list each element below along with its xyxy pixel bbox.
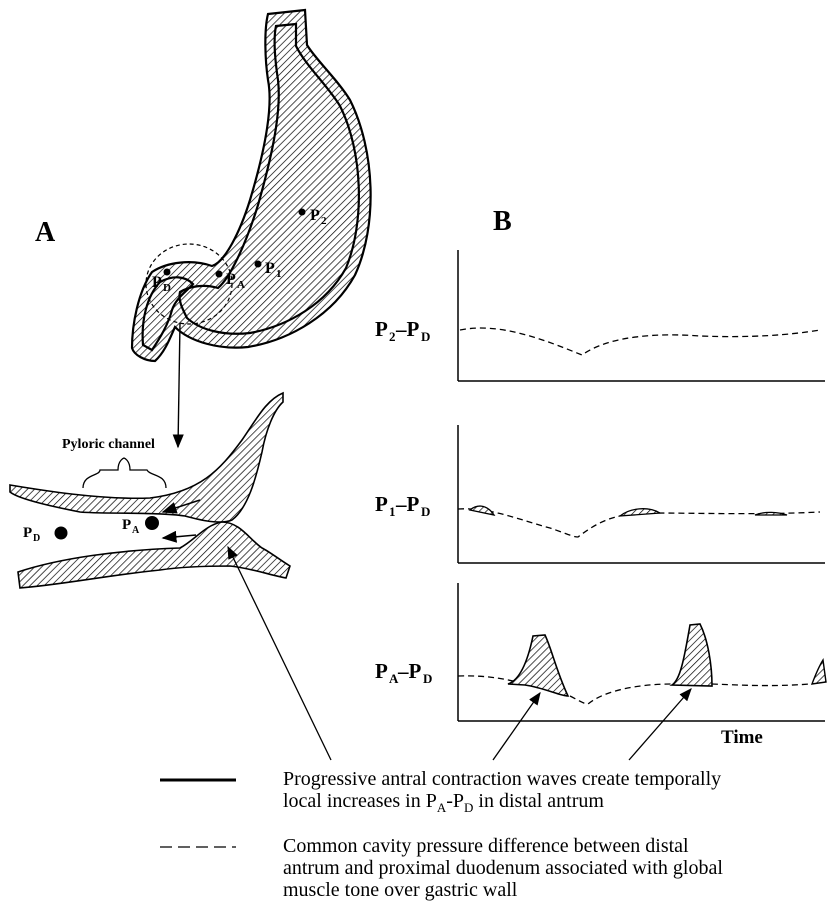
pointer-to-peak-2: [629, 689, 691, 760]
point-p2: [299, 209, 306, 216]
legend-dashed-line-2: antrum and proximal duodenum associated …: [283, 857, 723, 879]
panel-label-b: B: [493, 206, 512, 237]
trace-2-bump-1: [470, 506, 494, 515]
inset-point-pd: [55, 527, 68, 540]
wave-arrow-2: [163, 535, 196, 538]
trace-2-bump-2: [620, 509, 660, 516]
inset-label-pd-sub: D: [33, 533, 40, 544]
stomach-drawing: [132, 10, 371, 361]
x-axis-label: Time: [721, 727, 763, 748]
upper-wall: [10, 393, 283, 522]
pointer-to-inset: [228, 547, 331, 760]
trace-2-sub1: 1: [389, 504, 396, 519]
trace-1-dashed: [460, 328, 820, 355]
legend-solid-line-2-mid: -P: [446, 790, 464, 812]
label-p2-sub: 2: [321, 215, 327, 227]
stomach-wall: [132, 10, 371, 361]
trace-3-sub2: D: [423, 671, 432, 686]
inset-label-pd: P: [23, 525, 32, 541]
inset-label-pa: P: [122, 517, 131, 533]
legend-solid-line-2: local increases in PA-PD in distal antru…: [283, 790, 721, 819]
trace-label-3: P A –P D: [375, 659, 432, 686]
legend-solid-line-2-post: in distal antrum: [473, 790, 604, 812]
trace-2-label: P: [375, 492, 388, 516]
point-pa: [216, 271, 223, 278]
trace-panel-3: [458, 583, 826, 721]
label-pa-sub: A: [237, 279, 245, 291]
legend-solid-sub-a: A: [437, 800, 446, 815]
label-p1: P: [265, 260, 275, 277]
trace-1-sub2: D: [421, 329, 430, 344]
trace-label-1: P 2 –P D: [375, 317, 430, 344]
label-pd: P: [152, 274, 162, 291]
trace-1-sub1: 2: [389, 329, 396, 344]
pointer-to-peak-1: [493, 693, 540, 760]
panel-label-a: A: [35, 217, 56, 248]
label-pa: P: [226, 271, 236, 288]
trace-3-dashed: [458, 676, 810, 704]
trace-3-peak-1: [508, 635, 568, 696]
point-pd: [164, 269, 171, 276]
trace-panel-2: [458, 425, 825, 563]
trace-3-mid: –P: [397, 659, 422, 683]
legend-dashed-line-3: muscle tone over gastric wall: [283, 879, 723, 901]
trace-2-mid: –P: [395, 492, 420, 516]
point-p1: [255, 261, 262, 268]
inset-point-pa: [145, 516, 159, 530]
trace-3-peak-2: [672, 624, 712, 686]
inset-label-pa-sub: A: [132, 525, 140, 536]
trace-panel-1: [458, 250, 825, 381]
trace-3-peak-3: [812, 660, 826, 684]
legend-solid-line-1: Progressive antral contraction waves cre…: [283, 768, 721, 790]
legend-solid-text: Progressive antral contraction waves cre…: [283, 768, 721, 819]
label-p1-sub: 1: [276, 268, 282, 280]
legend-solid-line-2-pre: local increases in P: [283, 790, 437, 812]
label-pd-sub: D: [163, 282, 171, 294]
trace-1-label: P: [375, 317, 388, 341]
trace-1-mid: –P: [395, 317, 420, 341]
label-p2: P: [310, 207, 320, 224]
pyloric-inset: Pyloric channel P D P A: [10, 393, 290, 588]
legend-dashed-text: Common cavity pressure difference betwee…: [283, 835, 723, 901]
legend-dashed-line-1: Common cavity pressure difference betwee…: [283, 835, 723, 857]
zoom-arrow: [178, 323, 180, 447]
legend-solid-sub-d: D: [464, 800, 473, 815]
channel-brace: [83, 458, 166, 488]
trace-3-label: P: [375, 659, 388, 683]
trace-2-sub2: D: [421, 504, 430, 519]
trace-label-2: P 1 –P D: [375, 492, 430, 519]
pyloric-channel-label: Pyloric channel: [62, 437, 155, 452]
